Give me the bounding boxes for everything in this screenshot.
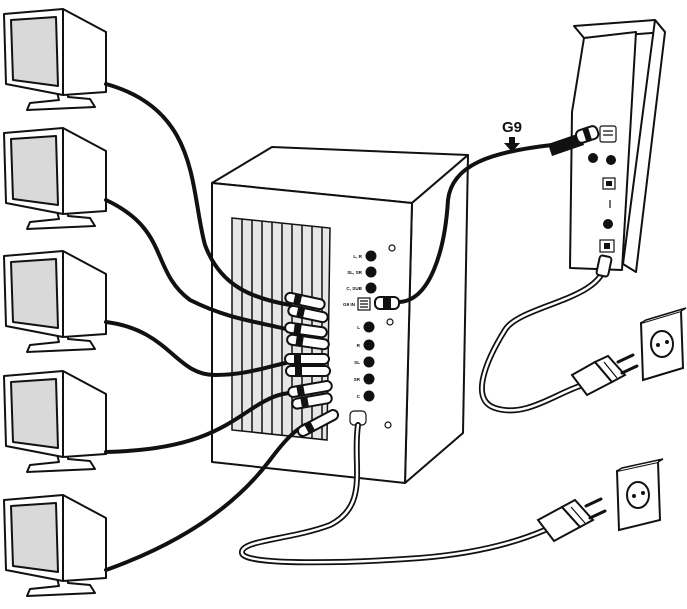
speaker-1 [3, 8, 107, 111]
g9-label: G9 [502, 119, 522, 136]
speaker-face [10, 502, 59, 573]
jack-label-slsr: SL, SR [347, 270, 362, 275]
tower-power-cord [478, 254, 613, 414]
computer-tower [569, 19, 666, 273]
screw [386, 318, 394, 326]
screw [388, 244, 396, 252]
jack-label-lr: L, R [353, 254, 362, 259]
power-plug-icon [536, 497, 607, 543]
cable-speaker-5 [104, 423, 307, 572]
subwoofer-power-cord [239, 422, 548, 566]
jack-slsr[interactable]: SL, SR [347, 266, 377, 278]
jack-lr[interactable]: L, R [353, 250, 377, 262]
jack-label-g9in: G9 IN [343, 302, 356, 307]
jack-label-sr: SR [354, 377, 361, 382]
jack-label-r: R [357, 343, 361, 348]
arrow-down-icon [504, 137, 520, 152]
g9-cable [374, 125, 600, 310]
rca-plug-3 [284, 353, 331, 377]
rca-plug-2 [284, 321, 330, 351]
tower-port [603, 219, 613, 229]
cable-speaker-2 [104, 198, 292, 332]
tower-port [588, 153, 598, 163]
power-plug-icon [570, 353, 639, 397]
jack-r[interactable]: R [357, 339, 375, 351]
speaker-face [10, 16, 59, 87]
screw [384, 421, 392, 429]
cable-speaker-4 [104, 391, 294, 454]
jack-c[interactable]: C [357, 390, 375, 402]
rca-plugs [284, 291, 340, 437]
wall-socket-icon [639, 307, 687, 382]
speaker-face [10, 135, 59, 206]
jack-label-c: C [357, 394, 361, 399]
rca-plug-4 [287, 380, 333, 410]
jack-g9in[interactable]: G9 IN [343, 297, 371, 311]
cable-speaker-3 [104, 320, 292, 378]
subwoofer: L, R SL, SR C, SUB G9 IN L R SL [211, 146, 469, 484]
rca-plug-5 [296, 409, 340, 437]
jack-l[interactable]: L [357, 321, 375, 333]
jack-sl[interactable]: SL [354, 356, 375, 368]
jack-label-l: L [357, 325, 360, 330]
speaker-face [10, 258, 59, 329]
jack-csub[interactable]: C, SUB [346, 282, 377, 294]
cable-speaker-1 [104, 82, 292, 307]
speaker-2 [3, 127, 107, 230]
g9-callout: G9 [502, 119, 522, 152]
speaker-3 [3, 250, 107, 353]
rca-plug-1 [284, 291, 329, 324]
jack-label-sl: SL [354, 360, 360, 365]
speaker-face [10, 378, 59, 449]
jack-label-csub: C, SUB [346, 286, 362, 291]
jack-sr[interactable]: SR [354, 373, 375, 385]
tower-port [599, 125, 617, 143]
speaker-4 [3, 370, 107, 473]
speaker-cables [104, 82, 307, 572]
speaker-5 [3, 494, 107, 597]
tower-port [606, 155, 616, 165]
wall-socket-icon [615, 458, 664, 532]
